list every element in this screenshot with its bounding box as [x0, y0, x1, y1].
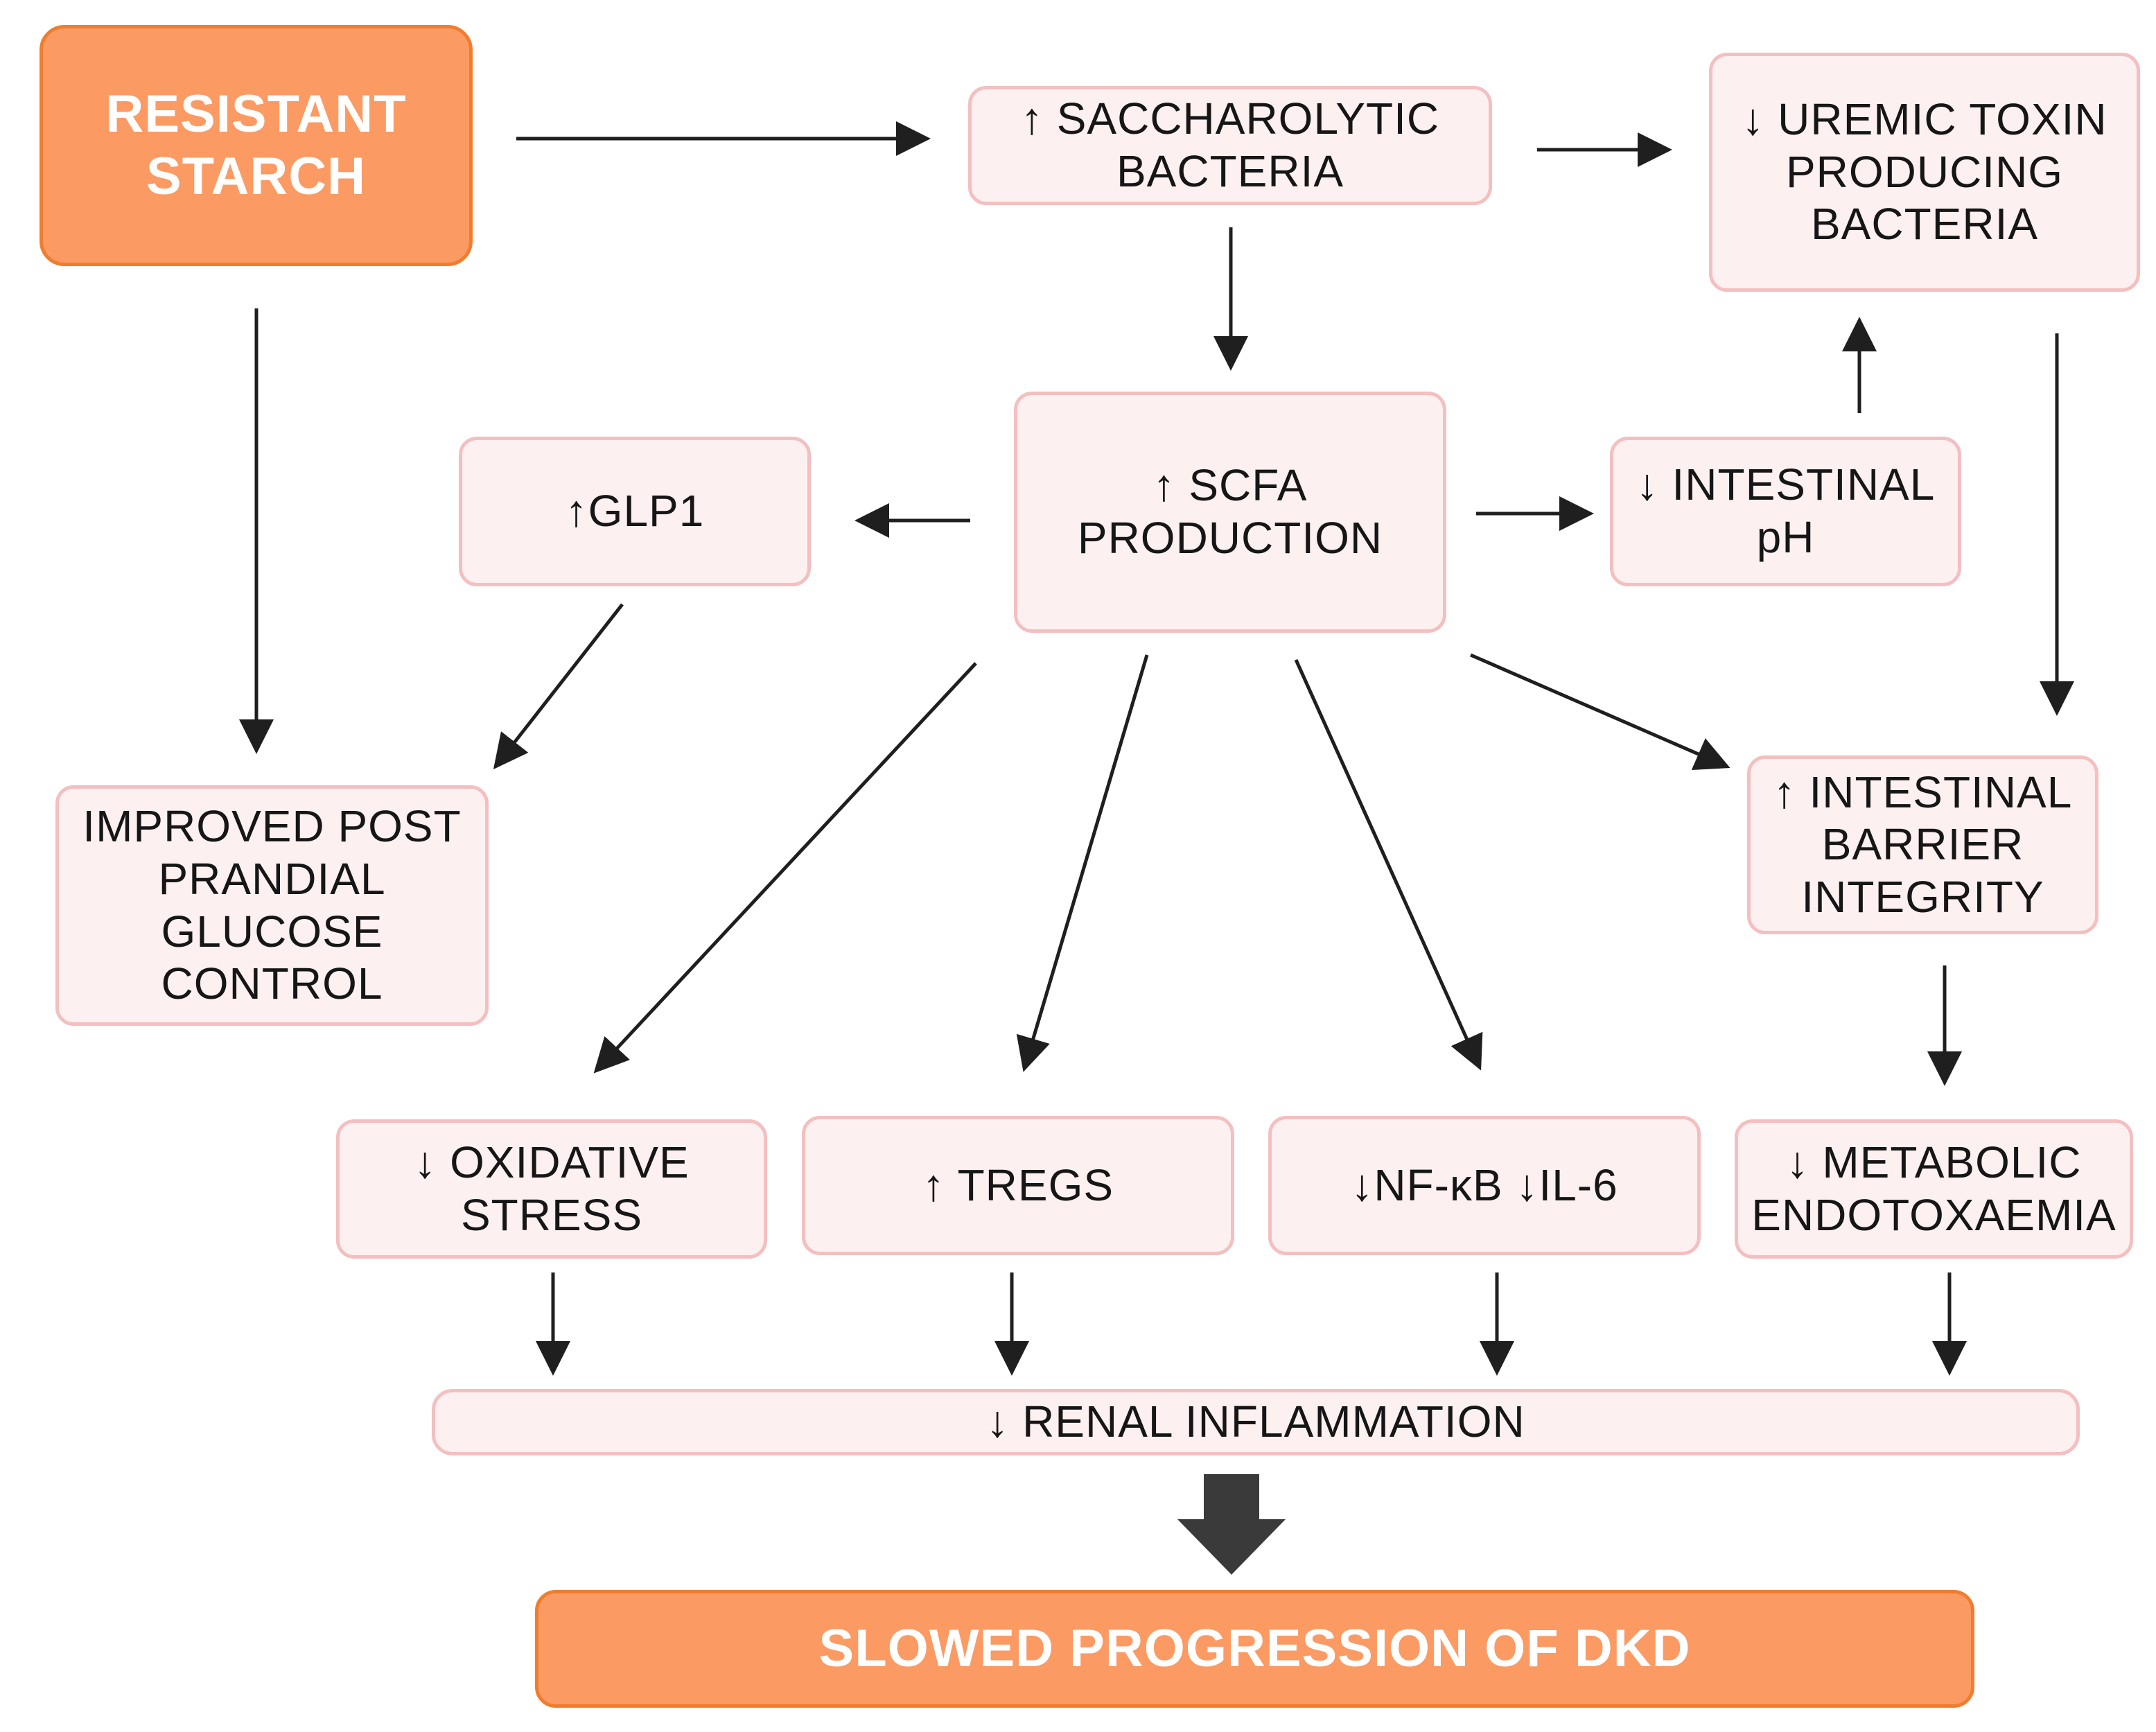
- resistant-starch-label: RESISTANT STARCH: [105, 85, 407, 206]
- oxidative-stress-label: ↓ OXIDATIVE STRESS: [414, 1137, 690, 1240]
- dkd-progression-label: SLOWED PROGRESSION OF DKD: [818, 1619, 1691, 1679]
- glp1-box: ↑GLP1: [459, 437, 811, 586]
- barrier-integrity-label: ↑ INTESTINAL BARRIER INTEGRITY: [1773, 767, 2073, 922]
- scfa-production-box: ↑ SCFA PRODUCTION: [1014, 392, 1446, 633]
- uremic-toxin-bacteria-box: ↓ UREMIC TOXIN PRODUCING BACTERIA: [1709, 53, 2140, 292]
- scfa-production-label: ↑ SCFA PRODUCTION: [1077, 460, 1383, 563]
- saccharolytic-bacteria-label: ↑ SACCHAROLYTIC BACTERIA: [1020, 94, 1440, 196]
- oxidative-stress-box: ↓ OXIDATIVE STRESS: [336, 1119, 767, 1259]
- arrow-scfa-to-tregs: [1016, 654, 1149, 1072]
- renal-inflammation-box: ↓ RENAL INFLAMMATION: [432, 1389, 2080, 1455]
- resistant-starch-box: RESISTANT STARCH: [40, 25, 473, 266]
- arrow-scfa-to-nfkb: [1294, 658, 1483, 1071]
- renal-inflammation-label: ↓ RENAL INFLAMMATION: [986, 1397, 1525, 1447]
- arrow-glp1-to-glucose: [493, 603, 624, 769]
- glucose-control-label: IMPROVED POST PRANDIAL GLUCOSE CONTROL: [82, 801, 462, 1009]
- arrow-scfa-to-barrier: [1470, 653, 1730, 770]
- glucose-control-box: IMPROVED POST PRANDIAL GLUCOSE CONTROL: [55, 785, 489, 1026]
- tregs-label: ↑ TREGS: [922, 1160, 1114, 1210]
- uremic-toxin-bacteria-label: ↓ UREMIC TOXIN PRODUCING BACTERIA: [1742, 94, 2107, 250]
- intestinal-ph-label: ↓ INTESTINAL pH: [1636, 460, 1936, 562]
- saccharolytic-bacteria-box: ↑ SACCHAROLYTIC BACTERIA: [968, 86, 1492, 205]
- nfkb-il6-box: ↓NF-κB ↓IL-6: [1268, 1116, 1701, 1255]
- intestinal-ph-box: ↓ INTESTINAL pH: [1610, 437, 1961, 586]
- barrier-integrity-box: ↑ INTESTINAL BARRIER INTEGRITY: [1747, 755, 2098, 934]
- dkd-progression-box: SLOWED PROGRESSION OF DKD: [535, 1590, 1974, 1708]
- tregs-box: ↑ TREGS: [802, 1116, 1234, 1255]
- metabolic-endotoxaemia-label: ↓ METABOLIC ENDOTOXAEMIA: [1751, 1137, 2116, 1240]
- glp1-label: ↑GLP1: [565, 486, 705, 536]
- metabolic-endotoxaemia-box: ↓ METABOLIC ENDOTOXAEMIA: [1735, 1119, 2133, 1259]
- nfkb-il6-label: ↓NF-κB ↓IL-6: [1351, 1160, 1618, 1210]
- arrow-scfa-to-oxidative: [593, 662, 977, 1074]
- block-arrow-down: [1177, 1474, 1286, 1575]
